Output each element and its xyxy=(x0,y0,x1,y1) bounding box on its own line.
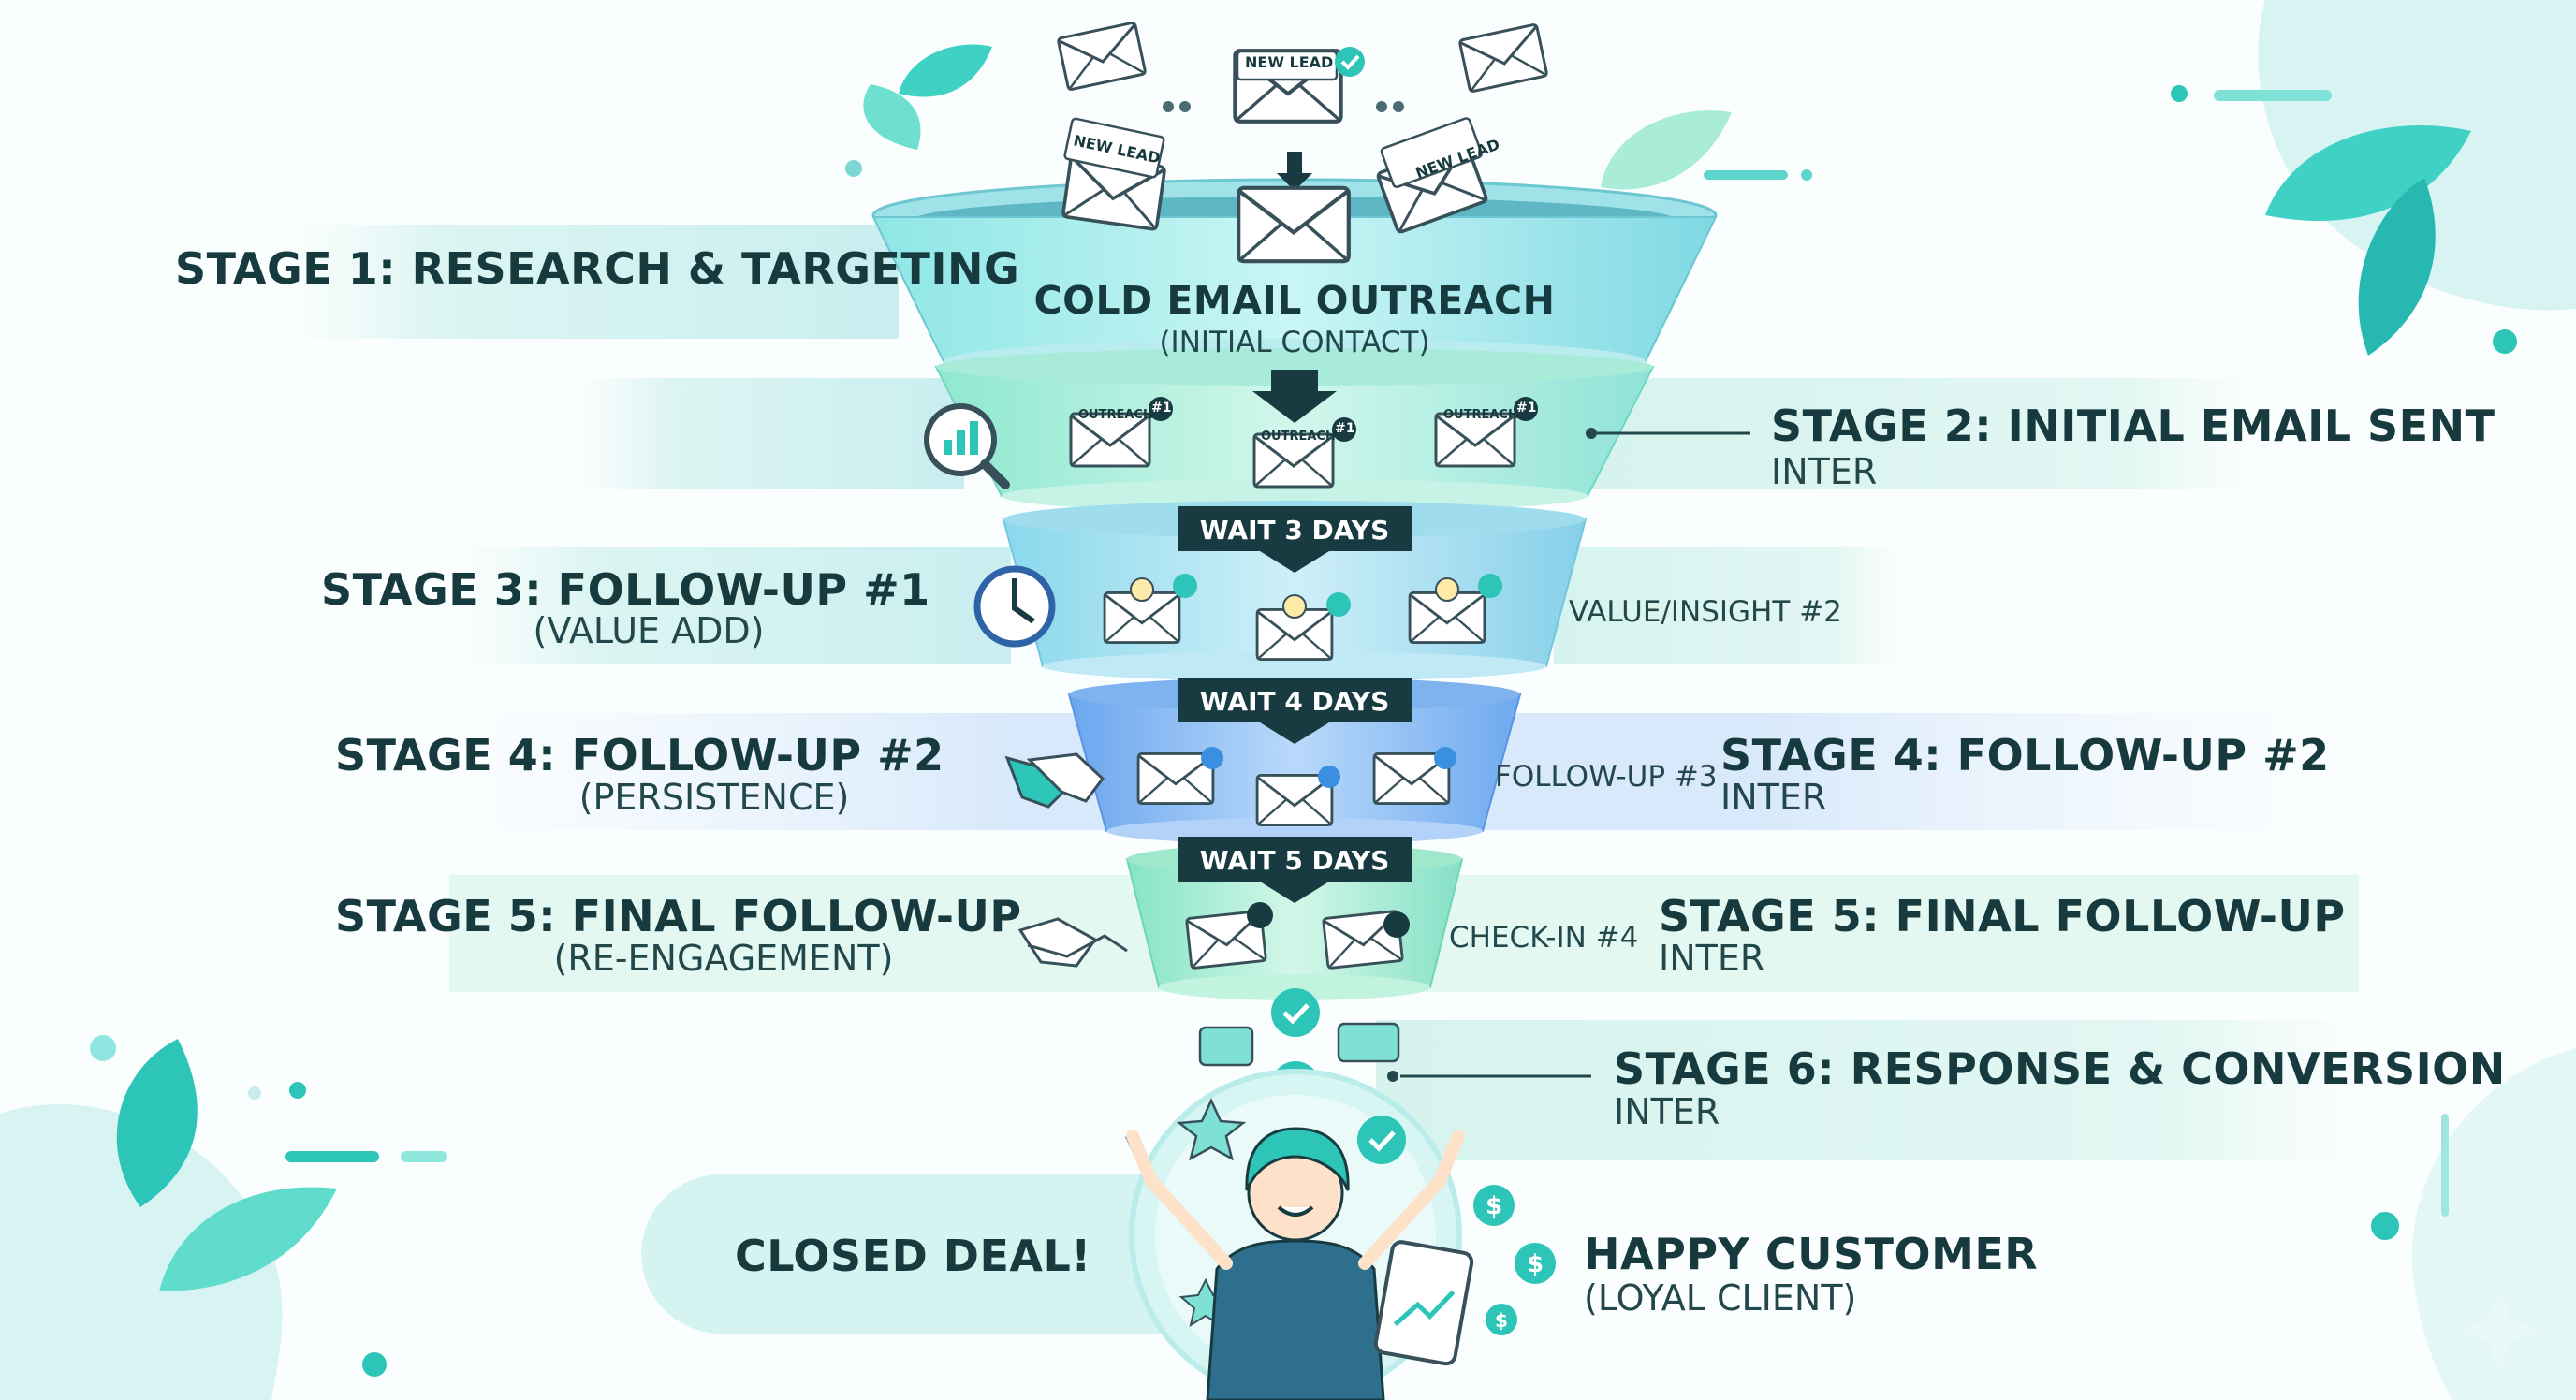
stage-2-title: STAGE 2: INITIAL EMAIL SENT xyxy=(1771,401,2496,451)
closed-deal-label: CLOSED DEAL! xyxy=(735,1231,1091,1281)
stage-4-title: STAGE 4: FOLLOW-UP #2 xyxy=(335,730,944,780)
wait-tag: WAIT 3 DAYS xyxy=(1199,515,1390,546)
stage-4-side-note: FOLLOW-UP #3 xyxy=(1495,760,1718,794)
stage-6-subtitle: INTER xyxy=(1614,1091,1720,1132)
stage-2-subtitle: INTER xyxy=(1771,451,1878,492)
outreach-tag: OUTREACH xyxy=(1261,430,1336,444)
svg-text:$: $ xyxy=(1527,1250,1544,1278)
svg-text:$: $ xyxy=(1486,1192,1502,1220)
wait-tag: WAIT 5 DAYS xyxy=(1199,845,1390,876)
stage-5-title: STAGE 5: FINAL FOLLOW-UP xyxy=(335,891,1022,941)
outreach-number: #1 xyxy=(1335,421,1355,436)
stage-1-title: STAGE 1: RESEARCH & TARGETING xyxy=(175,243,1020,294)
stage-4-subtitle: (PERSISTENCE) xyxy=(578,777,850,818)
stage-5-subtitle: (RE-ENGAGEMENT) xyxy=(553,938,894,979)
outreach-number: #1 xyxy=(1516,401,1537,416)
stage-3-side-note: VALUE/INSIGHT #2 xyxy=(1569,595,1842,629)
funnel-top-title: COLD EMAIL OUTREACH xyxy=(1033,278,1556,323)
outreach-tag: OUTREACH xyxy=(1078,408,1153,422)
wait-tag: WAIT 4 DAYS xyxy=(1199,686,1390,717)
stage-5-right-subtitle: INTER xyxy=(1659,938,1765,979)
new-lead-tag: NEW LEAD xyxy=(1245,53,1334,71)
outreach-tag: OUTREACH xyxy=(1443,408,1518,422)
stage-3-title: STAGE 3: FOLLOW-UP #1 xyxy=(321,564,930,615)
funnel-top-subtitle: (INITIAL CONTACT) xyxy=(1159,326,1430,359)
outreach-number: #1 xyxy=(1151,401,1172,416)
stage-6-title: STAGE 6: RESPONSE & CONVERSION xyxy=(1614,1043,2506,1094)
stage-4-right-title: STAGE 4: FOLLOW-UP #2 xyxy=(1720,730,2330,780)
svg-text:$: $ xyxy=(1495,1309,1508,1332)
happy-customer-subtitle: (LOYAL CLIENT) xyxy=(1584,1277,1857,1319)
stage-5-right-title: STAGE 5: FINAL FOLLOW-UP xyxy=(1659,891,2346,941)
stage-4-right-subtitle: INTER xyxy=(1720,777,1827,818)
happy-customer-title: HAPPY CUSTOMER xyxy=(1584,1229,2039,1279)
stage-3-subtitle: (VALUE ADD) xyxy=(533,610,765,651)
stage-5-side-note: CHECK-IN #4 xyxy=(1449,921,1639,955)
